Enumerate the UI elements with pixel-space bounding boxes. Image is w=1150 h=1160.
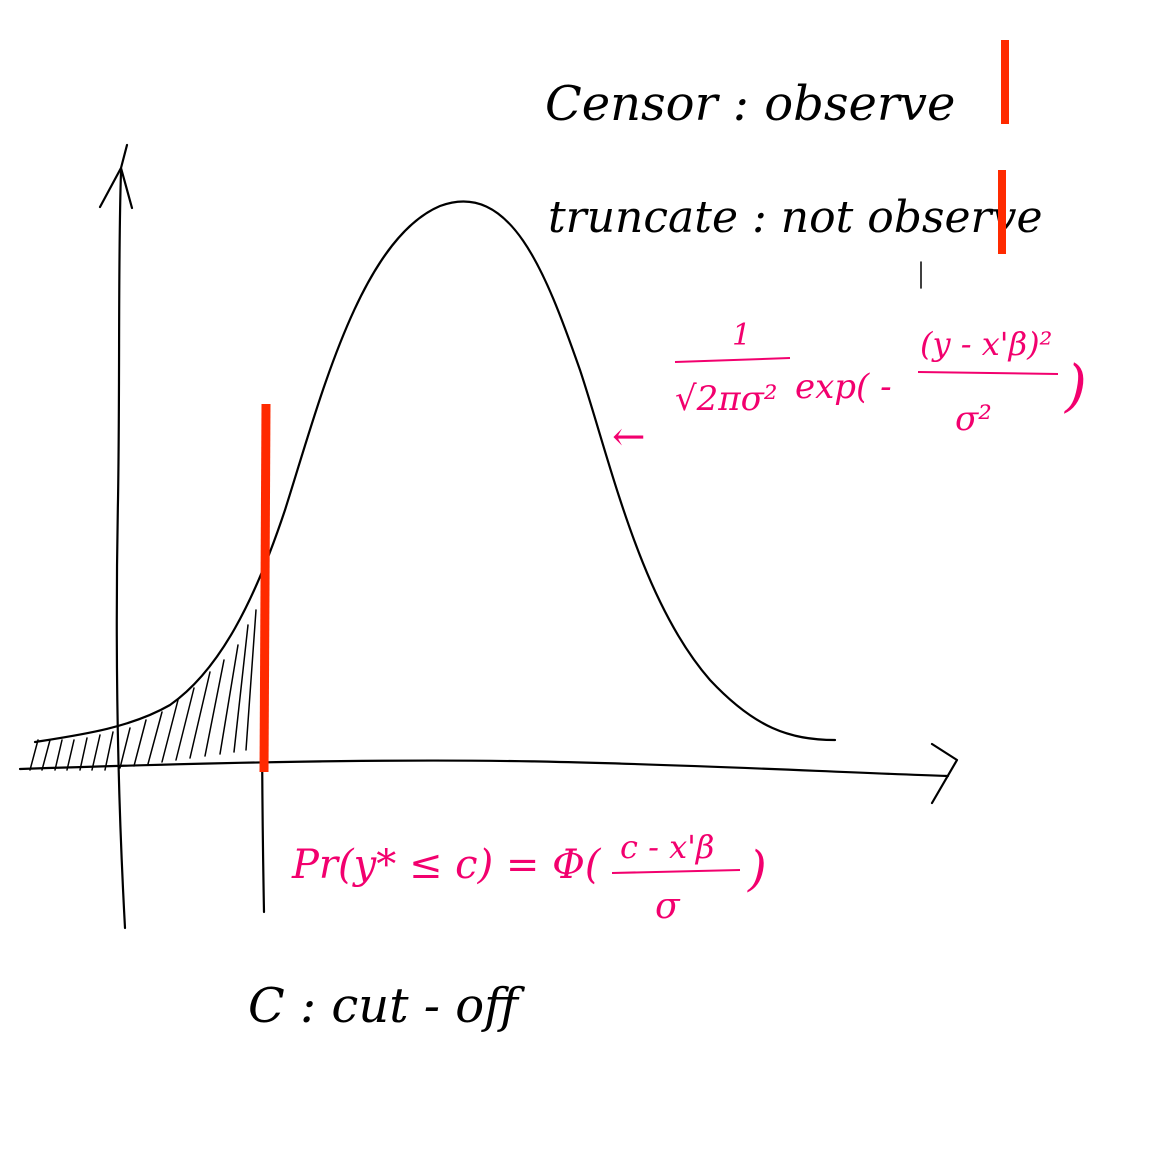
cdf-close: ) <box>747 841 767 897</box>
cutoff-bar <box>259 403 271 773</box>
density-arrow: ← <box>612 414 646 460</box>
left-tail-hatching <box>29 609 257 771</box>
density-frac-den: σ² <box>955 399 992 439</box>
x-axis-arrowhead <box>930 742 959 805</box>
cdf-num: c - x'β <box>620 828 714 866</box>
cdf-formula: Pr(y* ≤ c) = Φ( c - x'β σ ) <box>291 828 767 927</box>
y-axis-arrowhead <box>98 143 134 210</box>
density-formula: ← 1 √2πσ² exp( - (y - x'β)² σ² ) <box>612 318 1087 460</box>
x-axis <box>18 759 950 778</box>
cutoff-label: C : cut - off <box>248 978 525 1034</box>
cdf-frac-bar <box>611 869 741 874</box>
density-close: ) <box>1064 354 1087 419</box>
density-numerator: 1 <box>732 318 751 353</box>
density-frac-num: (y - x'β)² <box>920 325 1052 363</box>
censor-label: Censor : observe <box>545 76 955 132</box>
density-frac-bar-1 <box>674 357 791 363</box>
cdf-left: Pr(y* ≤ c) = Φ( <box>291 842 602 888</box>
density-exp: exp( - <box>795 367 892 407</box>
truncate-label: truncate : not observe <box>548 192 1042 243</box>
cdf-den: σ <box>655 886 681 927</box>
y-axis <box>115 170 127 930</box>
density-frac-bar-2 <box>917 371 1059 375</box>
density-denominator: √2πσ² <box>675 379 777 419</box>
density-curve <box>33 200 837 744</box>
